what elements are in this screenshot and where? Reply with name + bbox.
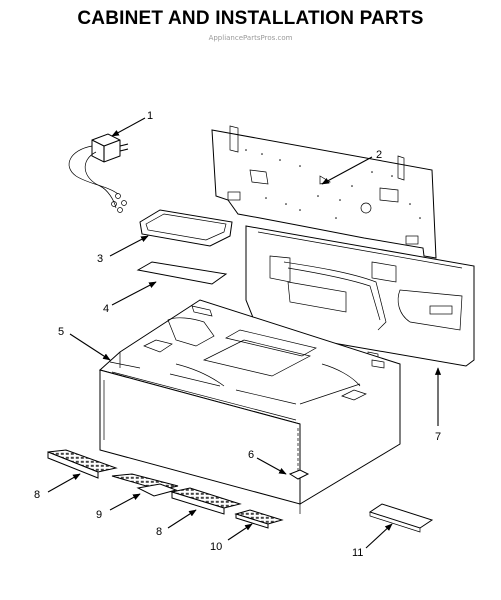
callout-6-label: 6 bbox=[248, 449, 254, 461]
callout-7: 7 bbox=[434, 367, 441, 443]
callout-8b: 8 bbox=[156, 509, 197, 538]
part-5-cabinet bbox=[98, 299, 401, 514]
callout-9-label: 9 bbox=[96, 509, 102, 521]
callout-8a-label: 8 bbox=[34, 489, 40, 501]
callout-10: 10 bbox=[210, 523, 253, 553]
callout-8a: 8 bbox=[34, 473, 81, 501]
callouts: 1 2 3 4 5 6 7 8 bbox=[34, 110, 441, 559]
part-2-top-plate bbox=[211, 125, 437, 259]
callout-8b-label: 8 bbox=[156, 526, 162, 538]
callout-9: 9 bbox=[96, 493, 141, 521]
part-4-pad bbox=[136, 261, 228, 285]
page-title: CABINET AND INSTALLATION PARTS bbox=[77, 8, 424, 29]
callout-1-label: 1 bbox=[147, 110, 153, 122]
part-10-grille-right bbox=[234, 509, 284, 529]
callout-3: 3 bbox=[97, 235, 149, 265]
callout-3-label: 3 bbox=[97, 253, 103, 265]
callout-4-label: 4 bbox=[103, 303, 109, 315]
callout-7-label: 7 bbox=[435, 431, 441, 443]
watermark: AppliancePartsPros.com bbox=[208, 34, 293, 42]
callout-5: 5 bbox=[58, 326, 111, 361]
part-9-grille-center bbox=[111, 473, 179, 497]
callout-10-label: 10 bbox=[210, 541, 222, 553]
part-3-bracket bbox=[139, 209, 233, 247]
part-7-rear-plate bbox=[245, 225, 475, 367]
part-6-clip bbox=[288, 428, 310, 480]
callout-2: 2 bbox=[321, 149, 382, 185]
callout-2-label: 2 bbox=[376, 149, 382, 161]
part-8-grille-center bbox=[170, 487, 242, 515]
part-1-thermal-switch bbox=[68, 133, 129, 213]
callout-11: 11 bbox=[352, 523, 393, 559]
part-11-cover-plate bbox=[368, 503, 434, 533]
callout-1: 1 bbox=[111, 110, 153, 137]
part-8-grille-left bbox=[47, 449, 118, 479]
callout-5-label: 5 bbox=[58, 326, 64, 338]
callout-11-label: 11 bbox=[352, 547, 363, 559]
callout-4: 4 bbox=[103, 281, 157, 315]
callout-6: 6 bbox=[248, 449, 287, 475]
